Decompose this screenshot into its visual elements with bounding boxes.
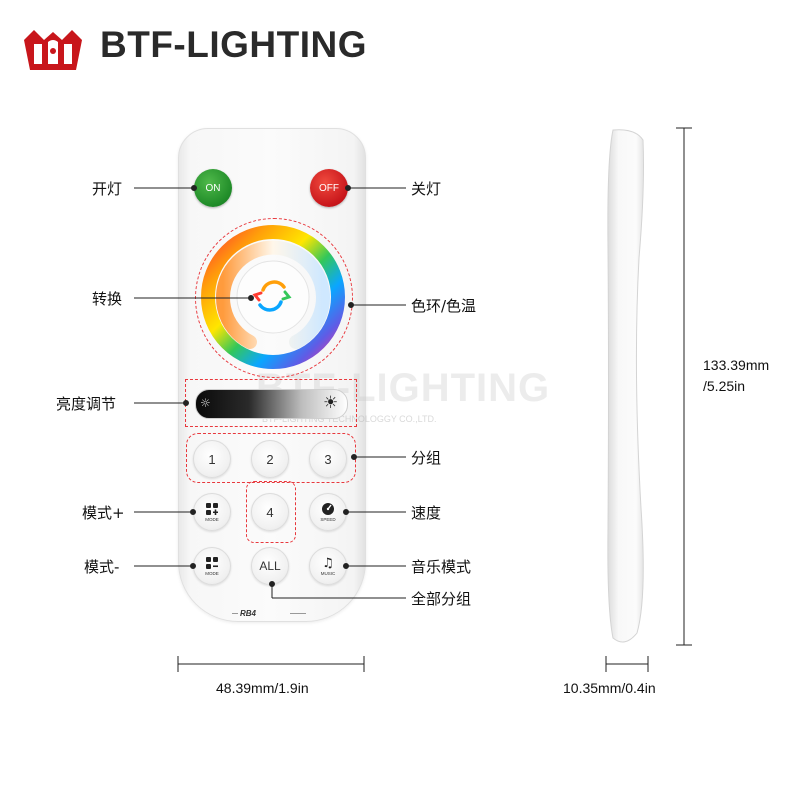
speed-callout-label: 速度: [411, 504, 442, 522]
all-group-callout-label: 全部分组: [411, 590, 472, 608]
remote-side-view: [607, 129, 644, 643]
music-button[interactable]: ♫ MUSIC: [309, 547, 347, 585]
switch-callout-label: 转换: [92, 290, 123, 308]
brightness-slider[interactable]: [195, 389, 348, 419]
speed-icon: [322, 503, 334, 515]
brand-logo-icon: [24, 30, 82, 70]
model-label: RB4: [240, 609, 257, 618]
mode-minus-icon: [206, 557, 218, 569]
mode-plus-icon: [206, 503, 218, 515]
mode-plus-sub-label: MODE: [205, 517, 219, 522]
height-dimension-label: 133.39mm: [703, 357, 770, 373]
sun-dim-icon: ☼: [200, 396, 211, 410]
color-ring-callout-label: 色环/色温: [411, 297, 477, 315]
group-callout-label: 分组: [411, 449, 442, 467]
width-dimension-label: 48.39mm/1.9in: [216, 680, 309, 696]
color-ring[interactable]: [200, 224, 346, 370]
switch-icon[interactable]: [249, 273, 295, 319]
brightness-callout-label: 亮度调节: [56, 395, 117, 413]
off-callout-label: 关灯: [411, 180, 442, 198]
group-4-button[interactable]: 4: [251, 493, 289, 531]
group4-highlight: [246, 481, 296, 543]
on-button[interactable]: ON: [194, 169, 232, 207]
model-divider-left: [232, 613, 238, 614]
speed-button[interactable]: SPEED: [309, 493, 347, 531]
height-inch-label: /5.25in: [703, 378, 746, 394]
music-note-icon: ♫: [322, 555, 334, 571]
thickness-dimension-label: 10.35mm/0.4in: [563, 680, 656, 696]
music-callout-label: 音乐模式: [411, 558, 472, 576]
watermark-sub: BTF-LIGHTING TECHNOLOGGY CO.,LTD.: [262, 414, 437, 424]
sun-bright-icon: ☀: [323, 393, 339, 413]
mode-plus-button[interactable]: MODE: [193, 493, 231, 531]
music-sub-label: MUSIC: [320, 570, 336, 576]
mode-minus-sub-label: MODE: [205, 571, 219, 576]
on-callout-label: 开灯: [92, 180, 123, 198]
brand-name: BTF-LIGHTING: [100, 24, 368, 65]
group-2-button[interactable]: 2: [251, 440, 289, 478]
speed-sub-label: SPEED: [320, 517, 336, 522]
group-1-button[interactable]: 1: [193, 440, 231, 478]
off-button[interactable]: OFF: [310, 169, 348, 207]
all-group-button[interactable]: ALL: [251, 547, 289, 585]
group-3-button[interactable]: 3: [309, 440, 347, 478]
mode-plus-callout-label: 模式+: [82, 504, 125, 522]
model-divider-right: [290, 613, 306, 614]
mode-minus-callout-label: 模式-: [84, 558, 120, 576]
